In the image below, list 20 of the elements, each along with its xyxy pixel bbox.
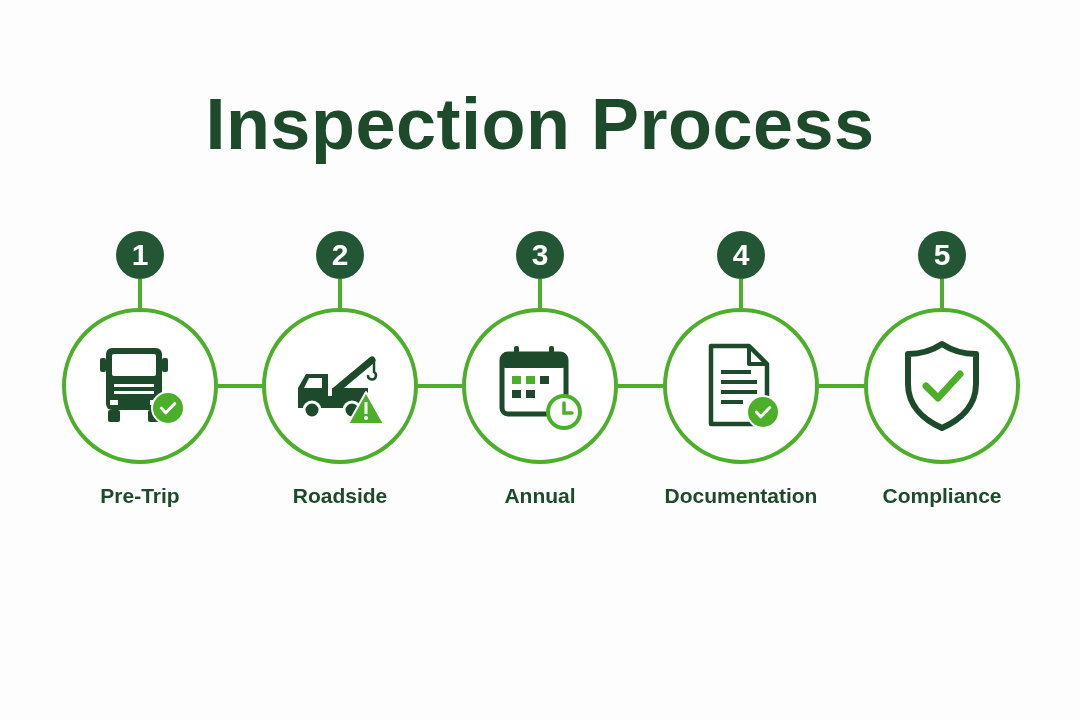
step-label: Documentation [664,484,818,508]
connector-line [940,279,944,308]
connector-line [338,279,342,308]
step-number: 5 [918,231,966,279]
connector-line [538,279,542,308]
connector-line [418,384,462,388]
step-number: 1 [116,231,164,279]
connector-line [618,384,663,388]
connector-line [218,384,262,388]
step-number: 4 [717,231,765,279]
connector-line [739,279,743,308]
step-number: 2 [316,231,364,279]
connector-line [819,384,864,388]
step-label: Annual [504,484,576,508]
diagram-title: Inspection Process [204,83,876,166]
step-label: Compliance [882,484,1002,508]
step-number: 3 [516,231,564,279]
connector-line [138,279,142,308]
step-label: Roadside [292,484,388,508]
step-label: Pre-Trip [100,484,180,508]
